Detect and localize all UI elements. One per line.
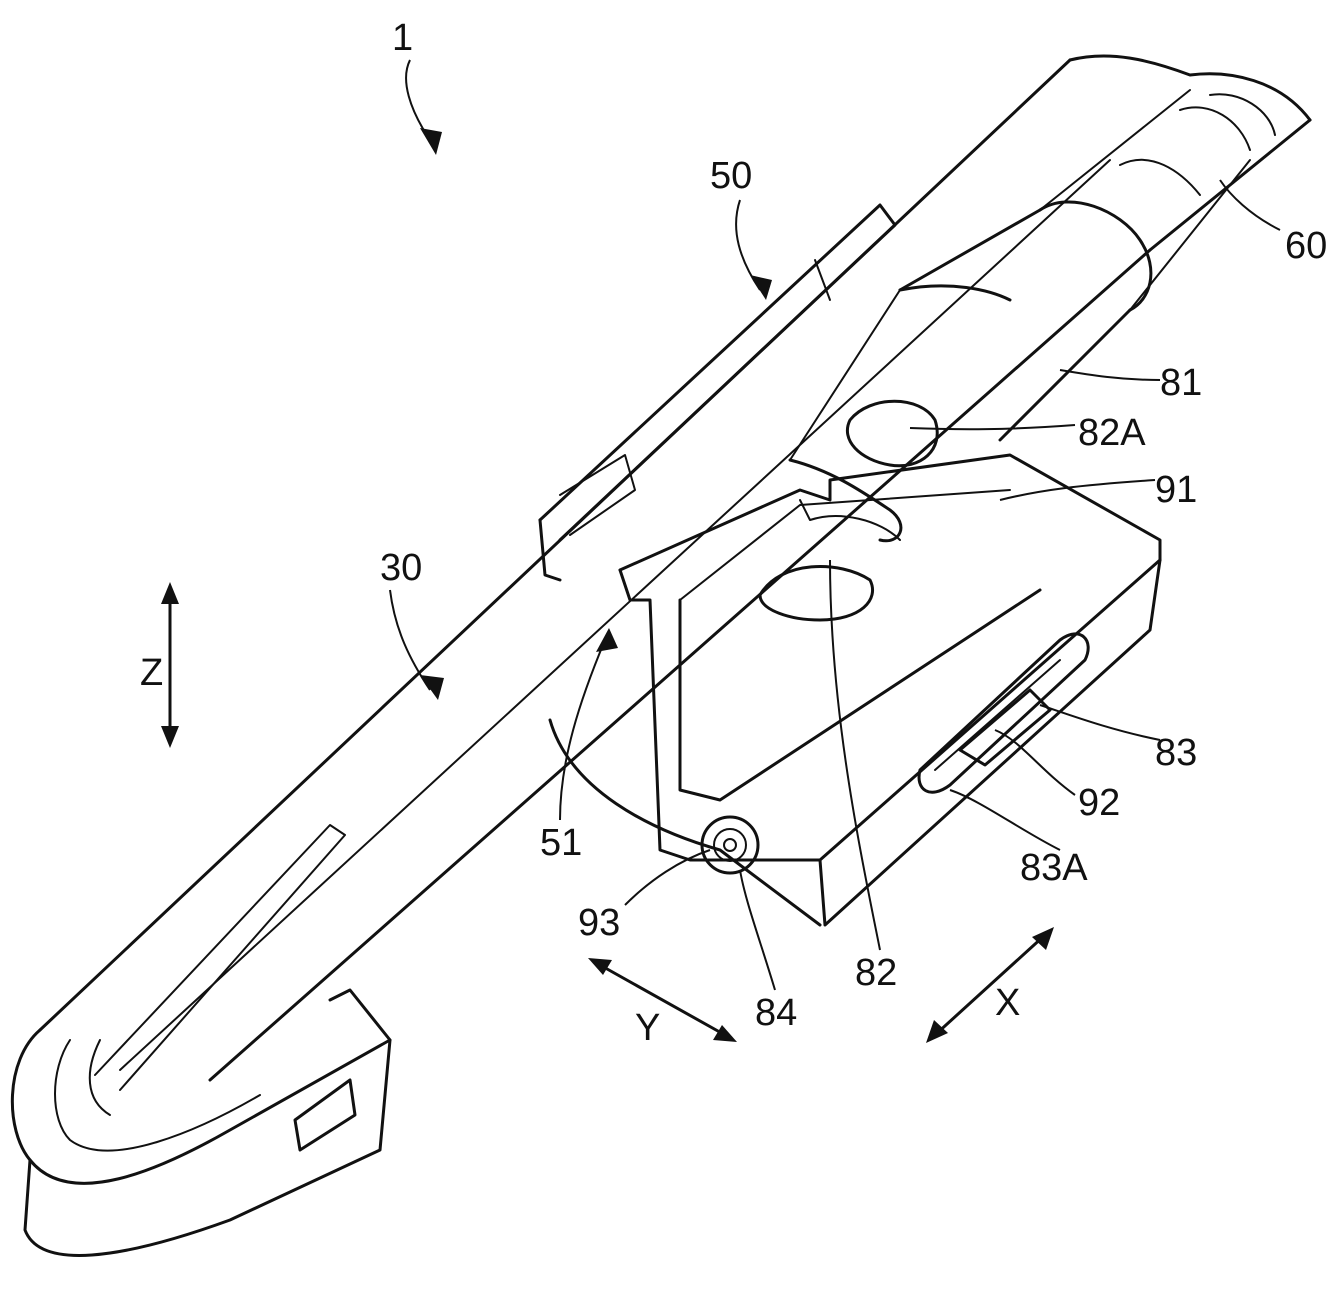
pipe bbox=[1038, 54, 1312, 312]
leader-lines bbox=[389, 59, 1281, 991]
label-side-clip-window: 83A bbox=[1020, 847, 1088, 889]
label-holder-slot: 51 bbox=[540, 822, 582, 864]
label-sleeve: 81 bbox=[1160, 362, 1202, 404]
label-side-lock: 92 bbox=[1078, 782, 1120, 824]
leader-arrowheads bbox=[420, 128, 772, 700]
label-side-clip: 83 bbox=[1155, 732, 1197, 774]
label-pipe: 60 bbox=[1285, 225, 1327, 267]
axis-label-z: Z bbox=[140, 652, 163, 694]
label-assembly: 1 bbox=[392, 17, 413, 59]
label-arm: 30 bbox=[380, 547, 422, 589]
x-arrow bbox=[926, 927, 1054, 1043]
label-tab-window: 82A bbox=[1078, 412, 1146, 454]
z-arrow bbox=[161, 582, 179, 748]
axis-label-y: Y bbox=[635, 1007, 660, 1049]
sleeve bbox=[789, 208, 1132, 461]
label-screw: 93 bbox=[578, 902, 620, 944]
label-holder: 50 bbox=[710, 155, 752, 197]
axis-label-x: X bbox=[995, 982, 1020, 1024]
housing-block bbox=[548, 399, 1162, 927]
label-claw: 91 bbox=[1155, 469, 1197, 511]
arm-body bbox=[10, 58, 1152, 1257]
label-tab: 82 bbox=[855, 952, 897, 994]
holder-back bbox=[538, 203, 897, 582]
label-pin: 84 bbox=[755, 992, 797, 1034]
y-arrow bbox=[588, 958, 737, 1042]
